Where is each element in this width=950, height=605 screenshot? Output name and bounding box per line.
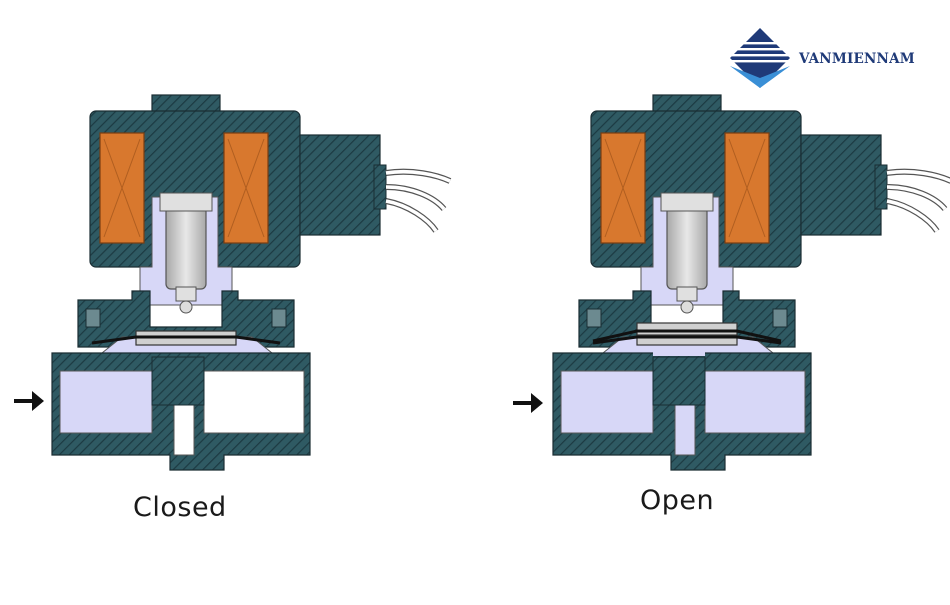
brand-name: VANMIENNAM <box>799 51 915 67</box>
open-valve <box>553 95 950 470</box>
closed-caption: Closed <box>133 492 227 523</box>
brand-logo-icon <box>730 28 790 88</box>
flow-arrow-icon <box>513 393 543 413</box>
open-caption: Open <box>640 485 715 516</box>
closed-valve <box>52 95 450 470</box>
flow-arrow-icon <box>14 391 44 411</box>
